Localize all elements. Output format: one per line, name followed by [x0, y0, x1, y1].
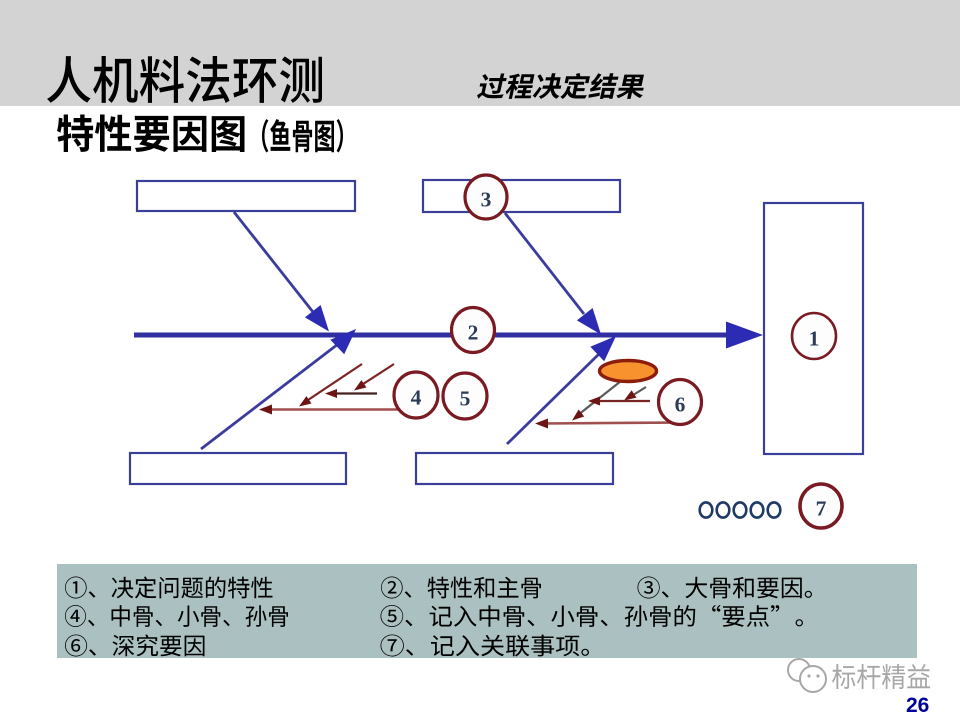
svg-text:4: 4 [411, 386, 422, 410]
svg-text:5: 5 [460, 387, 471, 411]
svg-text:6: 6 [675, 393, 686, 417]
svg-text:3: 3 [481, 188, 492, 212]
svg-text:7: 7 [816, 497, 827, 521]
svg-text:1: 1 [809, 327, 820, 351]
svg-text:26: 26 [906, 694, 929, 717]
svg-text:2: 2 [468, 321, 479, 345]
